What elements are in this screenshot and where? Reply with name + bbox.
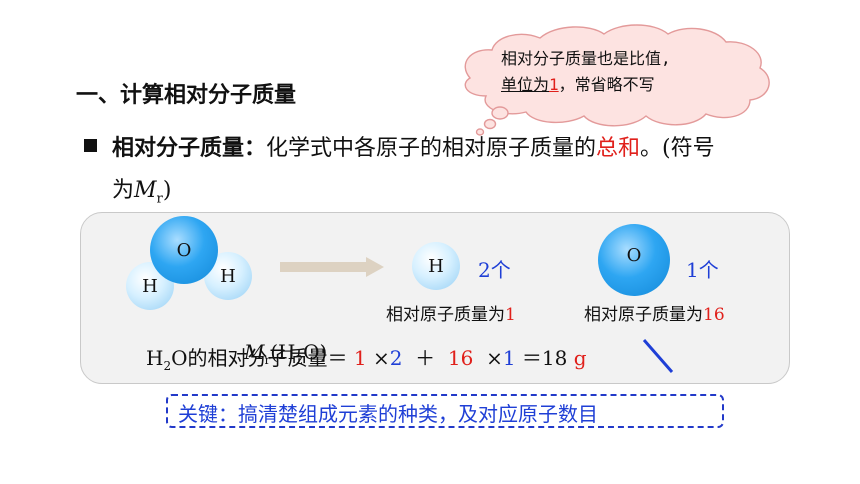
oxygen-label: O bbox=[626, 244, 642, 266]
hydrogen-mass-value: 1 bbox=[505, 305, 516, 325]
eq-h-mass: 1 bbox=[353, 346, 367, 370]
oxygen-label: O bbox=[176, 239, 192, 261]
definition-bullet: 相对分子质量：化学式中各原子的相对原子质量的总和。(符号 为Mr) bbox=[80, 128, 820, 220]
hydrogen-atom-single: H bbox=[412, 242, 460, 290]
oxygen-mass: 相对原子质量为16 bbox=[584, 300, 725, 325]
eq-result: 18 bbox=[541, 346, 568, 370]
eq-o-mass: 16 bbox=[447, 346, 474, 370]
definition-line-2: 为Mr) bbox=[112, 170, 820, 220]
key-point-text: 关键：搞清楚组成元素的种类，及对应原子数目 bbox=[178, 402, 598, 426]
eq-label: O的相对分子质量 bbox=[171, 346, 328, 370]
definition-part-a: 化学式中各原子的相对原子质量的 bbox=[266, 136, 597, 161]
definition-text: 相对分子质量：化学式中各原子的相对原子质量的总和。(符号 bbox=[112, 128, 820, 170]
overlay-r: r bbox=[264, 353, 271, 367]
hydrogen-atom-left: H bbox=[126, 262, 174, 310]
cloud-unit-value: 1 bbox=[549, 75, 559, 94]
symbol-r: r bbox=[156, 191, 163, 207]
overlay-m: M bbox=[244, 340, 265, 364]
hydrogen-mass: 相对原子质量为1 bbox=[386, 300, 516, 325]
definition-term: 相对分子质量： bbox=[112, 136, 267, 161]
calculation-equation: H2O的相对分子质量＝ 1 ×2 ＋ 16 ×1 ＝18 g bbox=[146, 342, 587, 373]
definition-part-c: 为 bbox=[112, 178, 135, 203]
key-point-box bbox=[166, 394, 724, 428]
eq-h: H bbox=[146, 346, 164, 370]
overlay-sub-2: 2 bbox=[295, 353, 304, 367]
overlay-o: O) bbox=[303, 340, 328, 364]
oxygen-mass-text: 相对原子质量为 bbox=[584, 305, 703, 325]
hydrogen-mass-text: 相对原子质量为 bbox=[386, 305, 505, 325]
hydrogen-label: H bbox=[428, 255, 444, 277]
eq-unit: g bbox=[573, 346, 587, 370]
eq-equals-2: ＝ bbox=[521, 346, 542, 370]
overlay-open: ( bbox=[270, 340, 279, 364]
square-bullet-icon bbox=[84, 139, 97, 152]
cloud-rest: ，常省略不写 bbox=[558, 75, 655, 94]
hydrogen-label: H bbox=[142, 275, 158, 297]
arrow-right-icon bbox=[280, 257, 384, 277]
eq-times-2: × bbox=[486, 346, 503, 370]
definition-part-d: ) bbox=[162, 178, 172, 203]
mr-overlay-text: Mr(H2O) bbox=[244, 340, 327, 367]
definition-part-b: 。(符号 bbox=[640, 136, 715, 161]
eq-times-1: × bbox=[372, 346, 390, 370]
eq-equals: ＝ bbox=[327, 346, 348, 370]
cloud-unit-label: 单位为 bbox=[501, 75, 550, 94]
oxygen-mass-value: 16 bbox=[703, 305, 725, 325]
overlay-h: H bbox=[278, 340, 296, 364]
oxygen-count: 1个 bbox=[686, 258, 719, 282]
hydrogen-count: 2个 bbox=[478, 258, 511, 282]
section-heading: 一、计算相对分子质量 bbox=[76, 83, 297, 108]
cloud-note: 相对分子质量也是比值, 单位为1，常省略不写 bbox=[501, 46, 771, 98]
oxygen-atom: O bbox=[150, 216, 218, 284]
eq-plus: ＋ bbox=[415, 346, 436, 370]
strike-through-mark bbox=[642, 339, 674, 373]
symbol-m: M bbox=[134, 178, 157, 203]
cloud-line-2: 单位为1，常省略不写 bbox=[501, 72, 771, 98]
definition-highlight: 总和 bbox=[596, 136, 641, 161]
eq-o-count: 1 bbox=[502, 346, 516, 370]
eq-h-count: 2 bbox=[389, 346, 403, 370]
eq-sub-2: 2 bbox=[163, 359, 172, 373]
cloud-line-1: 相对分子质量也是比值, bbox=[501, 49, 671, 68]
hydrogen-label: H bbox=[220, 265, 236, 287]
oxygen-atom-single: O bbox=[598, 224, 670, 296]
